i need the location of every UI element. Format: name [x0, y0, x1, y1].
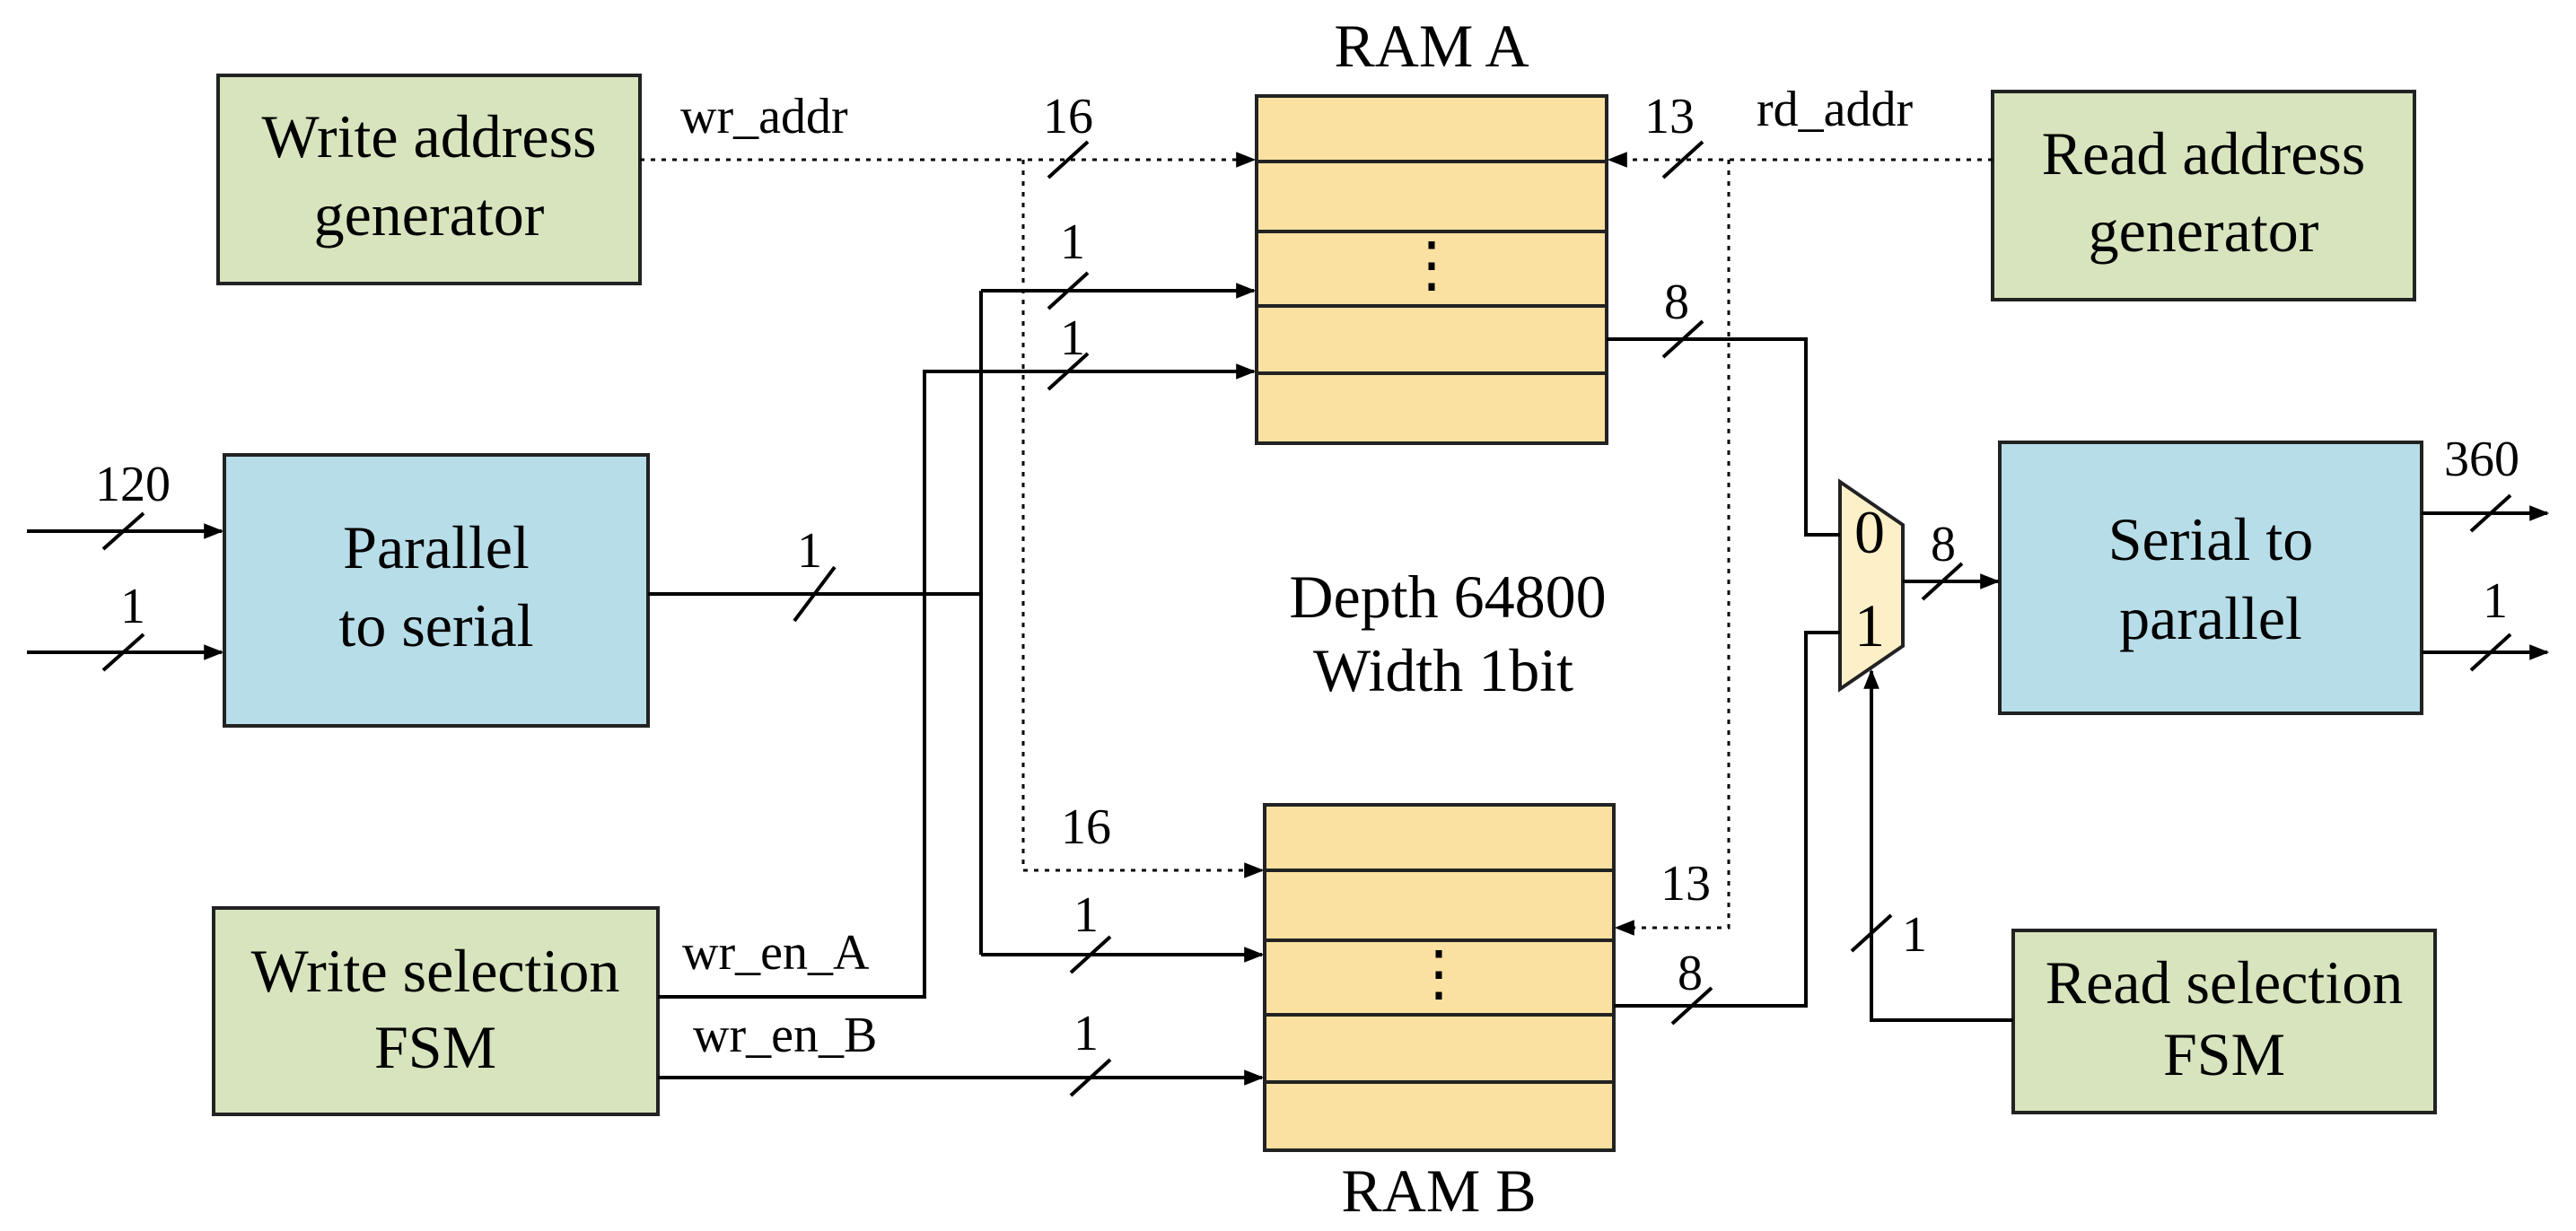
memory-width-label: Width 1bit: [1313, 636, 1573, 704]
width-label-data-a1: 1: [1060, 214, 1085, 270]
mux: 0 1: [1838, 478, 1905, 693]
rd-addr-label: rd_addr: [1757, 82, 1914, 137]
ram-b-output-wire: [1614, 631, 1840, 1008]
write-selection-fsm-block: Write selection FSM: [212, 906, 660, 1116]
ram-b-ellipsis: ⋮: [1408, 939, 1469, 1008]
mux-input-1-label: 1: [1854, 591, 1885, 659]
wires: [27, 152, 2550, 1086]
wr-addr-to-ram-b-wire: [1021, 160, 1265, 878]
write-address-generator-block: Write address generator: [216, 74, 642, 285]
parallel-to-serial-block: Parallel to serial: [223, 453, 650, 728]
write-address-generator-line1: Write address: [261, 102, 596, 170]
width-label-in-120: 120: [95, 457, 171, 512]
write-selection-fsm-line2: FSM: [374, 1013, 496, 1081]
wr-en-b-label: wr_en_B: [693, 1008, 877, 1063]
write-address-generator-line2: generator: [314, 180, 545, 249]
width-label-wr-addr-a: 16: [1043, 89, 1093, 144]
ram-a-title: RAM A: [1334, 12, 1529, 80]
parallel-to-serial-line1: Parallel: [343, 513, 530, 581]
ram-a-output-wire: [1607, 337, 1840, 537]
read-address-generator-block: Read address generator: [1991, 90, 2416, 301]
read-selection-fsm-block: Read selection FSM: [2011, 929, 2437, 1114]
ram-b: ⋮ RAM B: [1263, 803, 1616, 1225]
width-label-ram-a-out: 8: [1664, 275, 1689, 330]
wr-en-a-wire: [658, 363, 1257, 999]
rd-addr-to-ram-b-wire: [1614, 160, 1730, 936]
read-selection-fsm-line2: FSM: [2163, 1020, 2285, 1088]
write-selection-fsm-line1: Write selection: [251, 937, 620, 1005]
serial-to-parallel-line2: parallel: [2119, 584, 2302, 652]
width-label-read-sel: 1: [1902, 907, 1927, 963]
width-label-rd-addr-a: 13: [1644, 89, 1695, 144]
ram-a: RAM A ⋮: [1255, 12, 1608, 445]
width-label-out-1: 1: [2483, 573, 2508, 629]
width-label-mux-out: 8: [1931, 517, 1956, 572]
width-label-out-360: 360: [2444, 432, 2519, 487]
wr-en-a-label: wr_en_A: [682, 925, 870, 981]
width-label-data-a2: 1: [1060, 310, 1085, 366]
width-labels: 120 1 1 16 1 1 13 8 16 1 13 8 1 8 1 360 …: [95, 89, 2519, 1061]
width-label-rd-addr-b: 13: [1660, 856, 1711, 912]
width-label-wr-en-b: 1: [1073, 1006, 1099, 1061]
wr-addr-label: wr_addr: [680, 89, 848, 144]
memory-depth-label: Depth 64800: [1289, 563, 1606, 631]
ram-b-title: RAM B: [1341, 1157, 1536, 1225]
read-address-generator-line1: Read address: [2042, 119, 2366, 188]
read-address-generator-line2: generator: [2089, 196, 2319, 265]
mux-input-0-label: 0: [1854, 498, 1885, 566]
read-select-wire: [1863, 668, 2013, 1022]
width-label-wr-addr-b: 16: [1061, 799, 1111, 855]
serial-to-parallel-line1: Serial to: [2108, 505, 2314, 573]
width-label-ram-b-out: 8: [1678, 946, 1703, 1001]
read-selection-fsm-line1: Read selection: [2046, 948, 2403, 1017]
bus-width-slashes: [101, 140, 2512, 1097]
width-label-data-b: 1: [1073, 887, 1099, 943]
width-label-p2s-out: 1: [797, 523, 822, 579]
parallel-to-serial-line2: to serial: [338, 591, 533, 659]
width-label-in-1: 1: [120, 579, 145, 634]
serial-to-parallel-block: Serial to parallel: [1998, 441, 2423, 715]
ram-a-ellipsis: ⋮: [1401, 231, 1462, 299]
